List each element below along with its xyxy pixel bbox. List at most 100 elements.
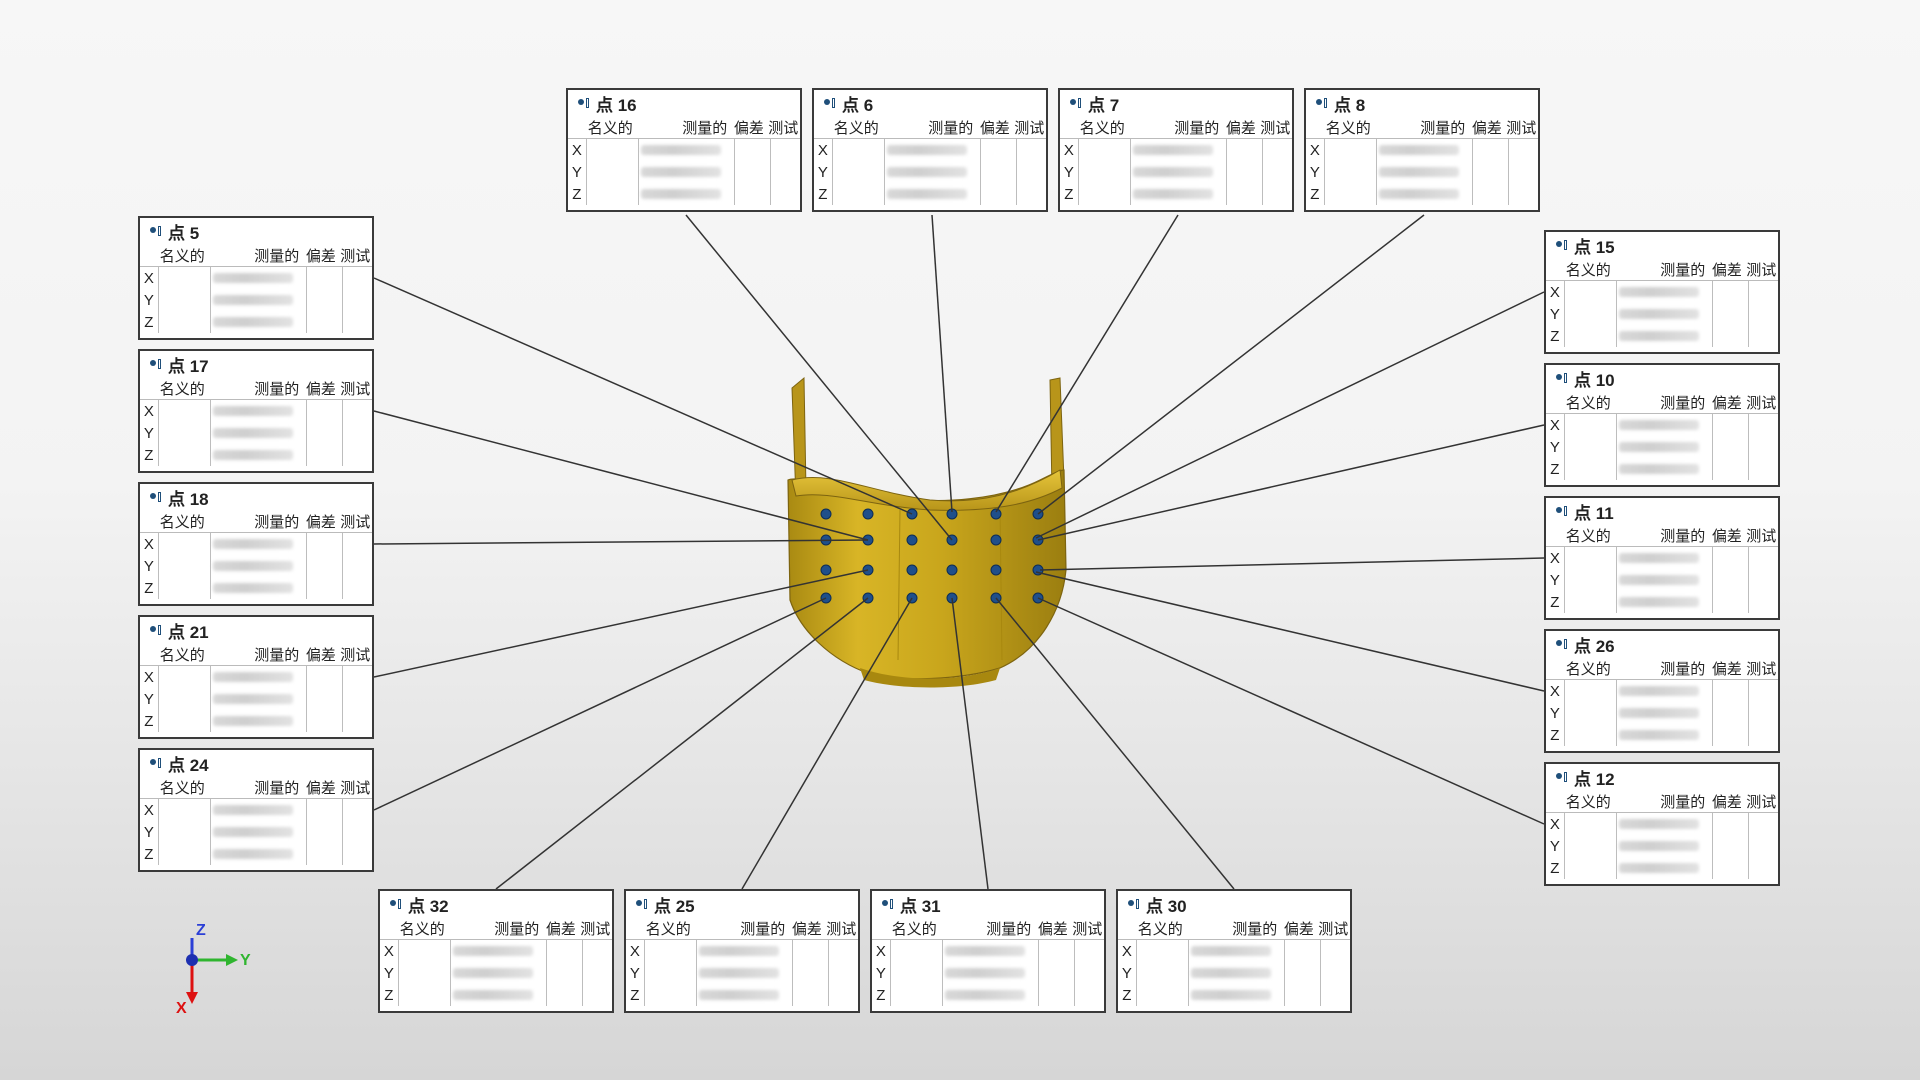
panel-header-row: 名义的 测量的 偏差 测试 [1546, 391, 1778, 414]
panel-body: X Y Z [814, 139, 1046, 205]
panel-title: 点 26 [1546, 631, 1778, 657]
measurement-point[interactable] [820, 564, 832, 576]
leader-line [1037, 424, 1545, 541]
panel-title-text: 点 21 [168, 622, 209, 642]
col-nominal: 名义的 [159, 381, 205, 398]
panel-title-text: 点 8 [1334, 95, 1366, 115]
point-panel[interactable]: 点 30 名义的 测量的 偏差 测试 X Y [1116, 889, 1352, 1013]
panel-header-row: 名义的 测量的 偏差 测试 [140, 643, 372, 666]
panel-title: 点 7 [1060, 90, 1292, 116]
col-nominal: 名义的 [587, 120, 633, 137]
col-measured: 测量的 [682, 120, 728, 137]
measured-value-blurred [887, 166, 968, 177]
row-label: Y [629, 964, 640, 982]
measured-value-blurred [1619, 840, 1700, 851]
col-test: 测试 [1318, 921, 1349, 938]
panel-row: X [140, 799, 372, 821]
point-panel[interactable]: 点 16 名义的 测量的 偏差 测试 X Y [566, 88, 802, 212]
measured-value-blurred [945, 945, 1026, 956]
col-deviation: 偏差 [1711, 262, 1742, 279]
leader-line [1035, 571, 1545, 692]
point-panel[interactable]: 点 24 名义的 测量的 偏差 测试 X Y [138, 748, 374, 872]
panel-row: X [814, 139, 1046, 161]
panel-body: X Y Z [1546, 414, 1778, 480]
measurement-point[interactable] [990, 534, 1002, 546]
measurement-point[interactable] [862, 508, 874, 520]
point-panel[interactable]: 点 18 名义的 测量的 偏差 测试 X Y [138, 482, 374, 606]
panel-header-row: 名义的 测量的 偏差 测试 [140, 776, 372, 799]
col-deviation: 偏差 [1711, 395, 1742, 412]
point-panel[interactable]: 点 11 名义的 测量的 偏差 测试 X Y [1544, 496, 1780, 620]
measurement-point[interactable] [990, 564, 1002, 576]
col-nominal: 名义的 [159, 780, 205, 797]
measurement-point[interactable] [820, 508, 832, 520]
measured-value-blurred [213, 449, 294, 460]
panel-row: Y [1306, 161, 1538, 183]
panel-row: X [568, 139, 800, 161]
col-test: 测试 [340, 248, 371, 265]
axis-z-label: Z [196, 922, 206, 939]
row-label: Y [143, 690, 154, 708]
point-panel[interactable]: 点 21 名义的 测量的 偏差 测试 X Y [138, 615, 374, 739]
bracket-part[interactable] [787, 376, 1067, 688]
measured-value-blurred [1619, 685, 1700, 696]
panel-row: Z [140, 710, 372, 732]
measurement-point[interactable] [906, 564, 918, 576]
panel-row: Y [1546, 436, 1778, 458]
point-panel[interactable]: 点 31 名义的 测量的 偏差 测试 X Y [870, 889, 1106, 1013]
axis-y-label: Y [240, 952, 251, 969]
panel-body: X Y Z [380, 940, 612, 1006]
point-panel[interactable]: 点 25 名义的 测量的 偏差 测试 X Y [624, 889, 860, 1013]
measured-value-blurred [1619, 463, 1700, 474]
col-nominal: 名义的 [159, 647, 205, 664]
col-test: 测试 [1746, 528, 1777, 545]
measured-value-blurred [887, 144, 968, 155]
panel-title-text: 点 26 [1574, 636, 1615, 656]
row-label: Y [571, 163, 582, 181]
panel-title-text: 点 30 [1146, 896, 1187, 916]
row-label: Y [143, 557, 154, 575]
point-panel[interactable]: 点 17 名义的 测量的 偏差 测试 X Y [138, 349, 374, 473]
col-nominal: 名义的 [1137, 921, 1183, 938]
panel-body: X Y Z [1546, 281, 1778, 347]
point-panel[interactable]: 点 15 名义的 测量的 偏差 测试 X Y [1544, 230, 1780, 354]
panel-row: X [1546, 414, 1778, 436]
point-panel[interactable]: 点 26 名义的 测量的 偏差 测试 X Y [1544, 629, 1780, 753]
panel-title-text: 点 16 [596, 95, 637, 115]
row-label: Y [1309, 163, 1320, 181]
point-panel[interactable]: 点 6 名义的 测量的 偏差 测试 X Y [812, 88, 1048, 212]
panel-row: Z [1118, 984, 1350, 1006]
measurement-point[interactable] [990, 508, 1002, 520]
point-panel[interactable]: 点 7 名义的 测量的 偏差 测试 X Y [1058, 88, 1294, 212]
panel-row: X [140, 400, 372, 422]
point-panel[interactable]: 点 32 名义的 测量的 偏差 测试 X Y [378, 889, 614, 1013]
row-label: Y [1549, 704, 1560, 722]
point-pin-icon [150, 756, 164, 770]
measured-value-blurred [213, 848, 294, 859]
point-panel[interactable]: 点 10 名义的 测量的 偏差 测试 X Y [1544, 363, 1780, 487]
row-label: Z [144, 579, 154, 597]
row-label: Z [144, 712, 154, 730]
col-test: 测试 [340, 514, 371, 531]
panel-row: Y [1546, 702, 1778, 724]
point-pin-icon [150, 357, 164, 371]
measurement-point[interactable] [946, 564, 958, 576]
panel-row: Z [872, 984, 1104, 1006]
row-label: Y [1549, 438, 1560, 456]
measured-value-blurred [1619, 574, 1700, 585]
panel-title: 点 31 [872, 891, 1104, 917]
measurement-points [820, 508, 1044, 604]
measured-value-blurred [1619, 419, 1700, 430]
leader-line [1037, 214, 1425, 515]
col-deviation: 偏差 [1711, 794, 1742, 811]
row-label: X [1549, 416, 1560, 434]
point-panel[interactable]: 点 8 名义的 测量的 偏差 测试 X Y [1304, 88, 1540, 212]
leader-line [1035, 291, 1545, 539]
measurement-point[interactable] [906, 534, 918, 546]
col-nominal: 名义的 [1565, 794, 1611, 811]
point-panel[interactable]: 点 5 名义的 测量的 偏差 测试 X Y [138, 216, 374, 340]
leader-line [951, 597, 989, 890]
leader-line [685, 214, 953, 541]
point-panel[interactable]: 点 12 名义的 测量的 偏差 测试 X Y [1544, 762, 1780, 886]
